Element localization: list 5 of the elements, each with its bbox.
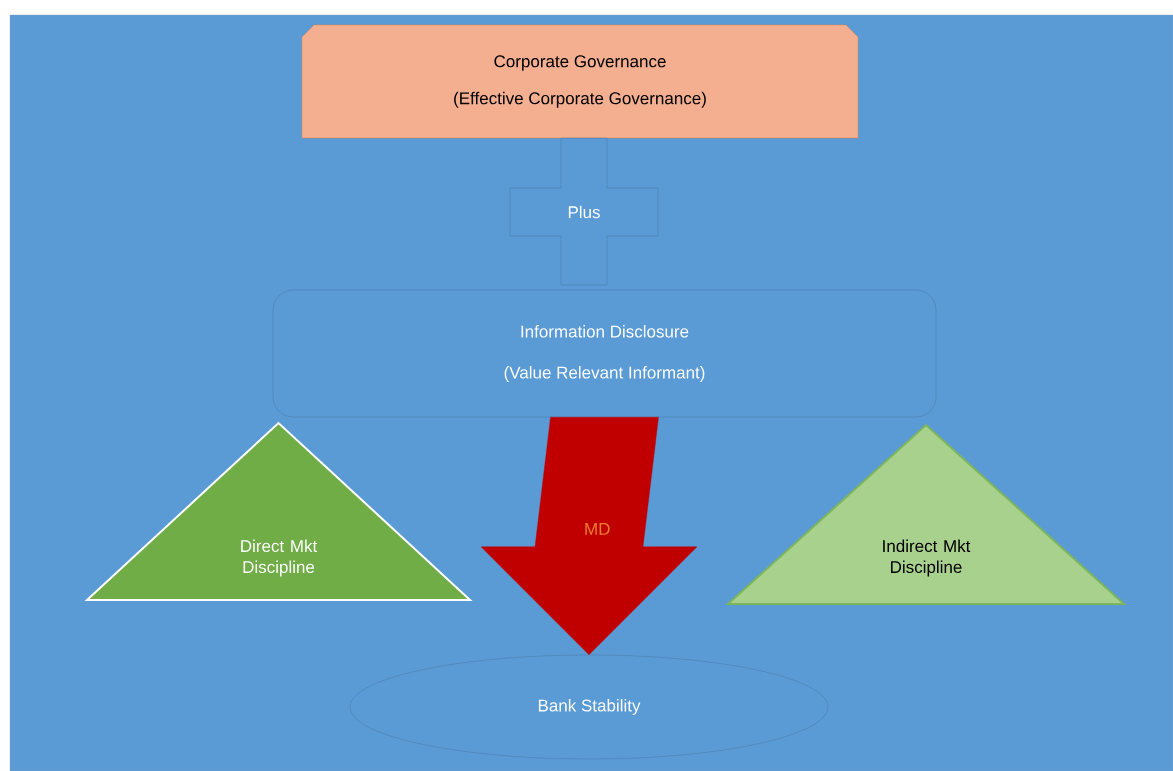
edge-label: MD (582, 521, 613, 537)
governance-box: Corporate Governance (Effective Corporate Governance) (301, 24, 859, 139)
disclosure-box: Information Disclosure (Value Relevant Informant) (272, 289, 937, 418)
plus-cross: Plus (509, 137, 659, 286)
block-arrow (480, 417, 698, 655)
